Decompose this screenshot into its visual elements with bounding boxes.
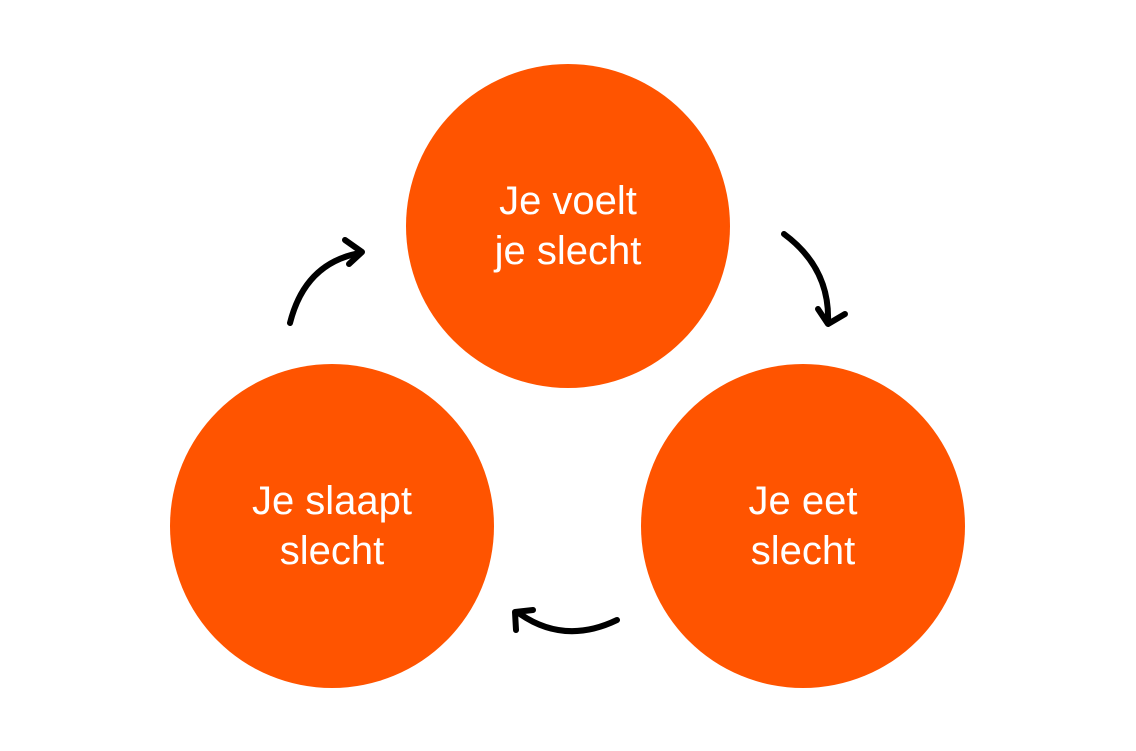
arrow-eat-to-sleep-icon <box>512 607 620 635</box>
arrow-sleep-to-feel-icon <box>287 237 365 326</box>
node-label-line1: Je eet <box>748 479 858 523</box>
node-label-line2: je slecht <box>494 229 642 273</box>
arrow-feel-to-eat-icon <box>781 231 848 327</box>
node-label-line2: slecht <box>750 529 856 573</box>
node-je-eet-slecht: Je eet slecht <box>641 364 965 688</box>
node-label-line1: Je slaapt <box>251 479 413 523</box>
node-je-slaapt-slecht: Je slaapt slecht <box>170 364 494 688</box>
node-label-line1: Je voelt <box>499 179 637 223</box>
node-je-voelt-je-slecht: Je voelt je slecht <box>406 64 730 388</box>
node-label-line2: slecht <box>279 529 385 573</box>
